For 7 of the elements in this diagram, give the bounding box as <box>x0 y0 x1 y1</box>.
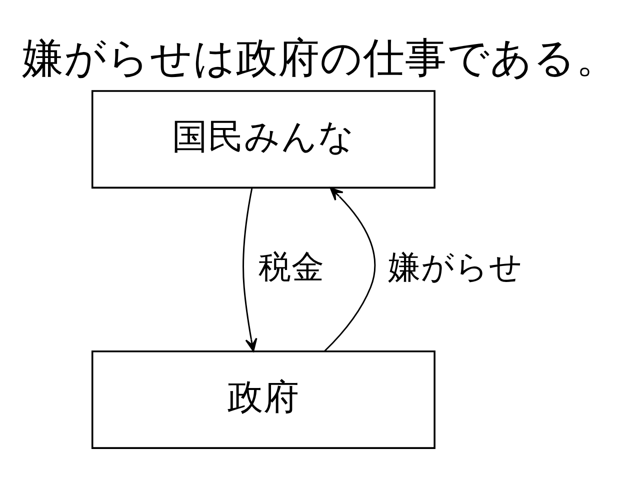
edge-label: 嫌がらせ <box>388 247 523 286</box>
arrow <box>242 188 258 352</box>
node-box: 政府 <box>91 350 436 448</box>
diagram-title: 嫌がらせは政府の仕事である。 <box>22 32 618 82</box>
edge-label: 税金 <box>258 247 325 286</box>
node-box: 国民みんな <box>91 90 436 188</box>
arrow <box>324 186 376 351</box>
